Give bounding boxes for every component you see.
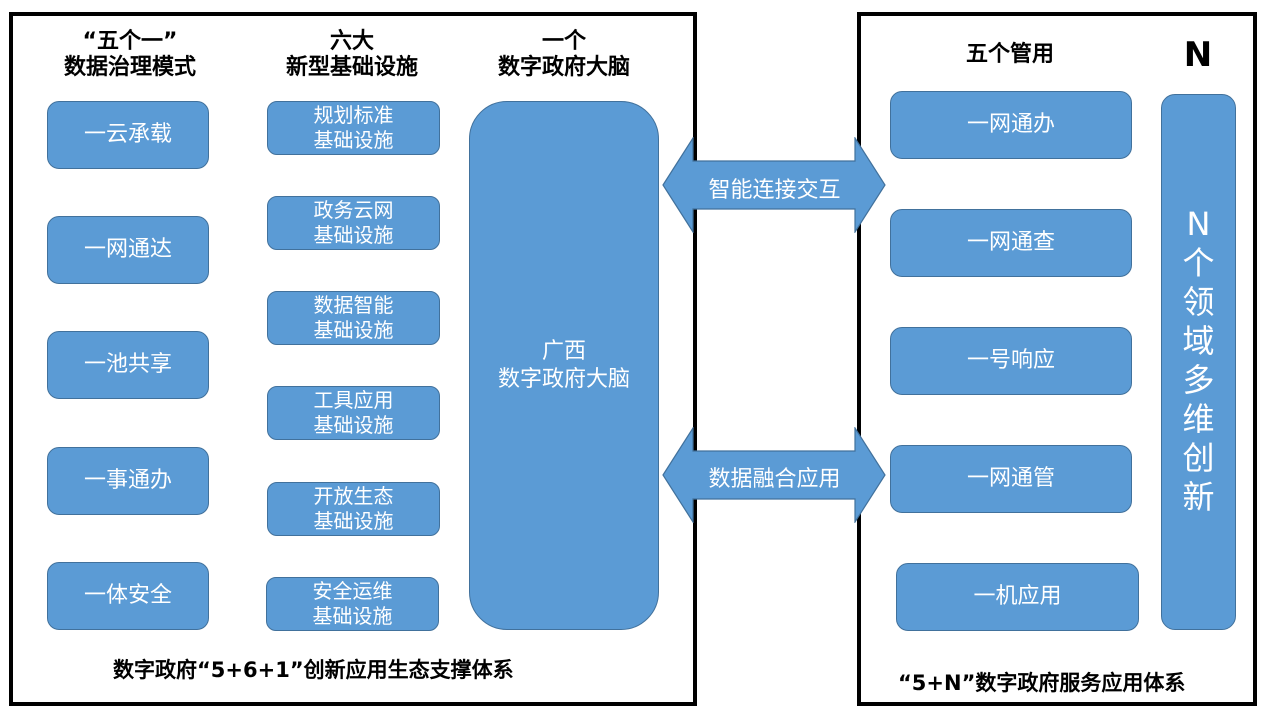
connector-label: 智能连接交互 — [708, 178, 841, 203]
infrastructure-item[interactable]: 规划标准 基础设施 — [267, 101, 440, 155]
infrastructure-item[interactable]: 政务云网 基础设施 — [267, 196, 440, 250]
governance-header: “五个一” 数据治理模式 — [63, 29, 196, 80]
n-domain-innovation[interactable]: N 个 领 域 多 维 创 新 — [1161, 94, 1236, 630]
n-header: N — [1183, 35, 1213, 75]
governance-item[interactable]: 一网通达 — [47, 216, 209, 284]
infrastructure-item[interactable]: 工具应用 基础设施 — [267, 386, 440, 440]
infrastructure-header: 六大 新型基础设施 — [285, 29, 418, 80]
brain-header: 一个 数字政府大脑 — [497, 29, 630, 80]
governance-item[interactable]: 一云承载 — [47, 101, 209, 169]
five-useful-header: 五个管用 — [965, 42, 1054, 67]
service-item[interactable]: 一网通管 — [890, 445, 1132, 513]
service-system-title: “5+N”数字政府服务应用体系 — [898, 671, 1186, 695]
n-char: 域 — [1182, 322, 1215, 360]
service-system-frame — [857, 12, 1257, 706]
connector-label: 数据融合应用 — [708, 467, 841, 492]
double-arrow-icon — [662, 427, 886, 523]
governance-item[interactable]: 一池共享 — [47, 331, 209, 399]
infrastructure-item[interactable]: 开放生态 基础设施 — [267, 482, 440, 536]
n-char: 维 — [1182, 400, 1215, 438]
support-system-frame — [9, 12, 697, 706]
service-item[interactable]: 一网通办 — [890, 91, 1132, 159]
infrastructure-item[interactable]: 安全运维 基础设施 — [266, 577, 439, 631]
n-char: 领 — [1182, 283, 1215, 321]
n-char: 创 — [1182, 439, 1215, 477]
n-char: 多 — [1182, 361, 1215, 399]
governance-item[interactable]: 一体安全 — [47, 562, 209, 630]
n-char: 新 — [1182, 478, 1215, 516]
service-item[interactable]: 一号响应 — [890, 327, 1132, 395]
service-item[interactable]: 一机应用 — [896, 563, 1139, 631]
governance-item[interactable]: 一事通办 — [47, 447, 209, 515]
n-char: 个 — [1182, 244, 1215, 282]
infrastructure-item[interactable]: 数据智能 基础设施 — [267, 291, 440, 345]
service-item[interactable]: 一网通查 — [890, 209, 1132, 277]
support-system-title: 数字政府“5+6+1”创新应用生态支撑体系 — [113, 658, 514, 682]
digital-government-brain[interactable]: 广西 数字政府大脑 — [469, 101, 659, 630]
double-arrow-icon — [662, 137, 886, 233]
n-char: N — [1186, 205, 1211, 243]
